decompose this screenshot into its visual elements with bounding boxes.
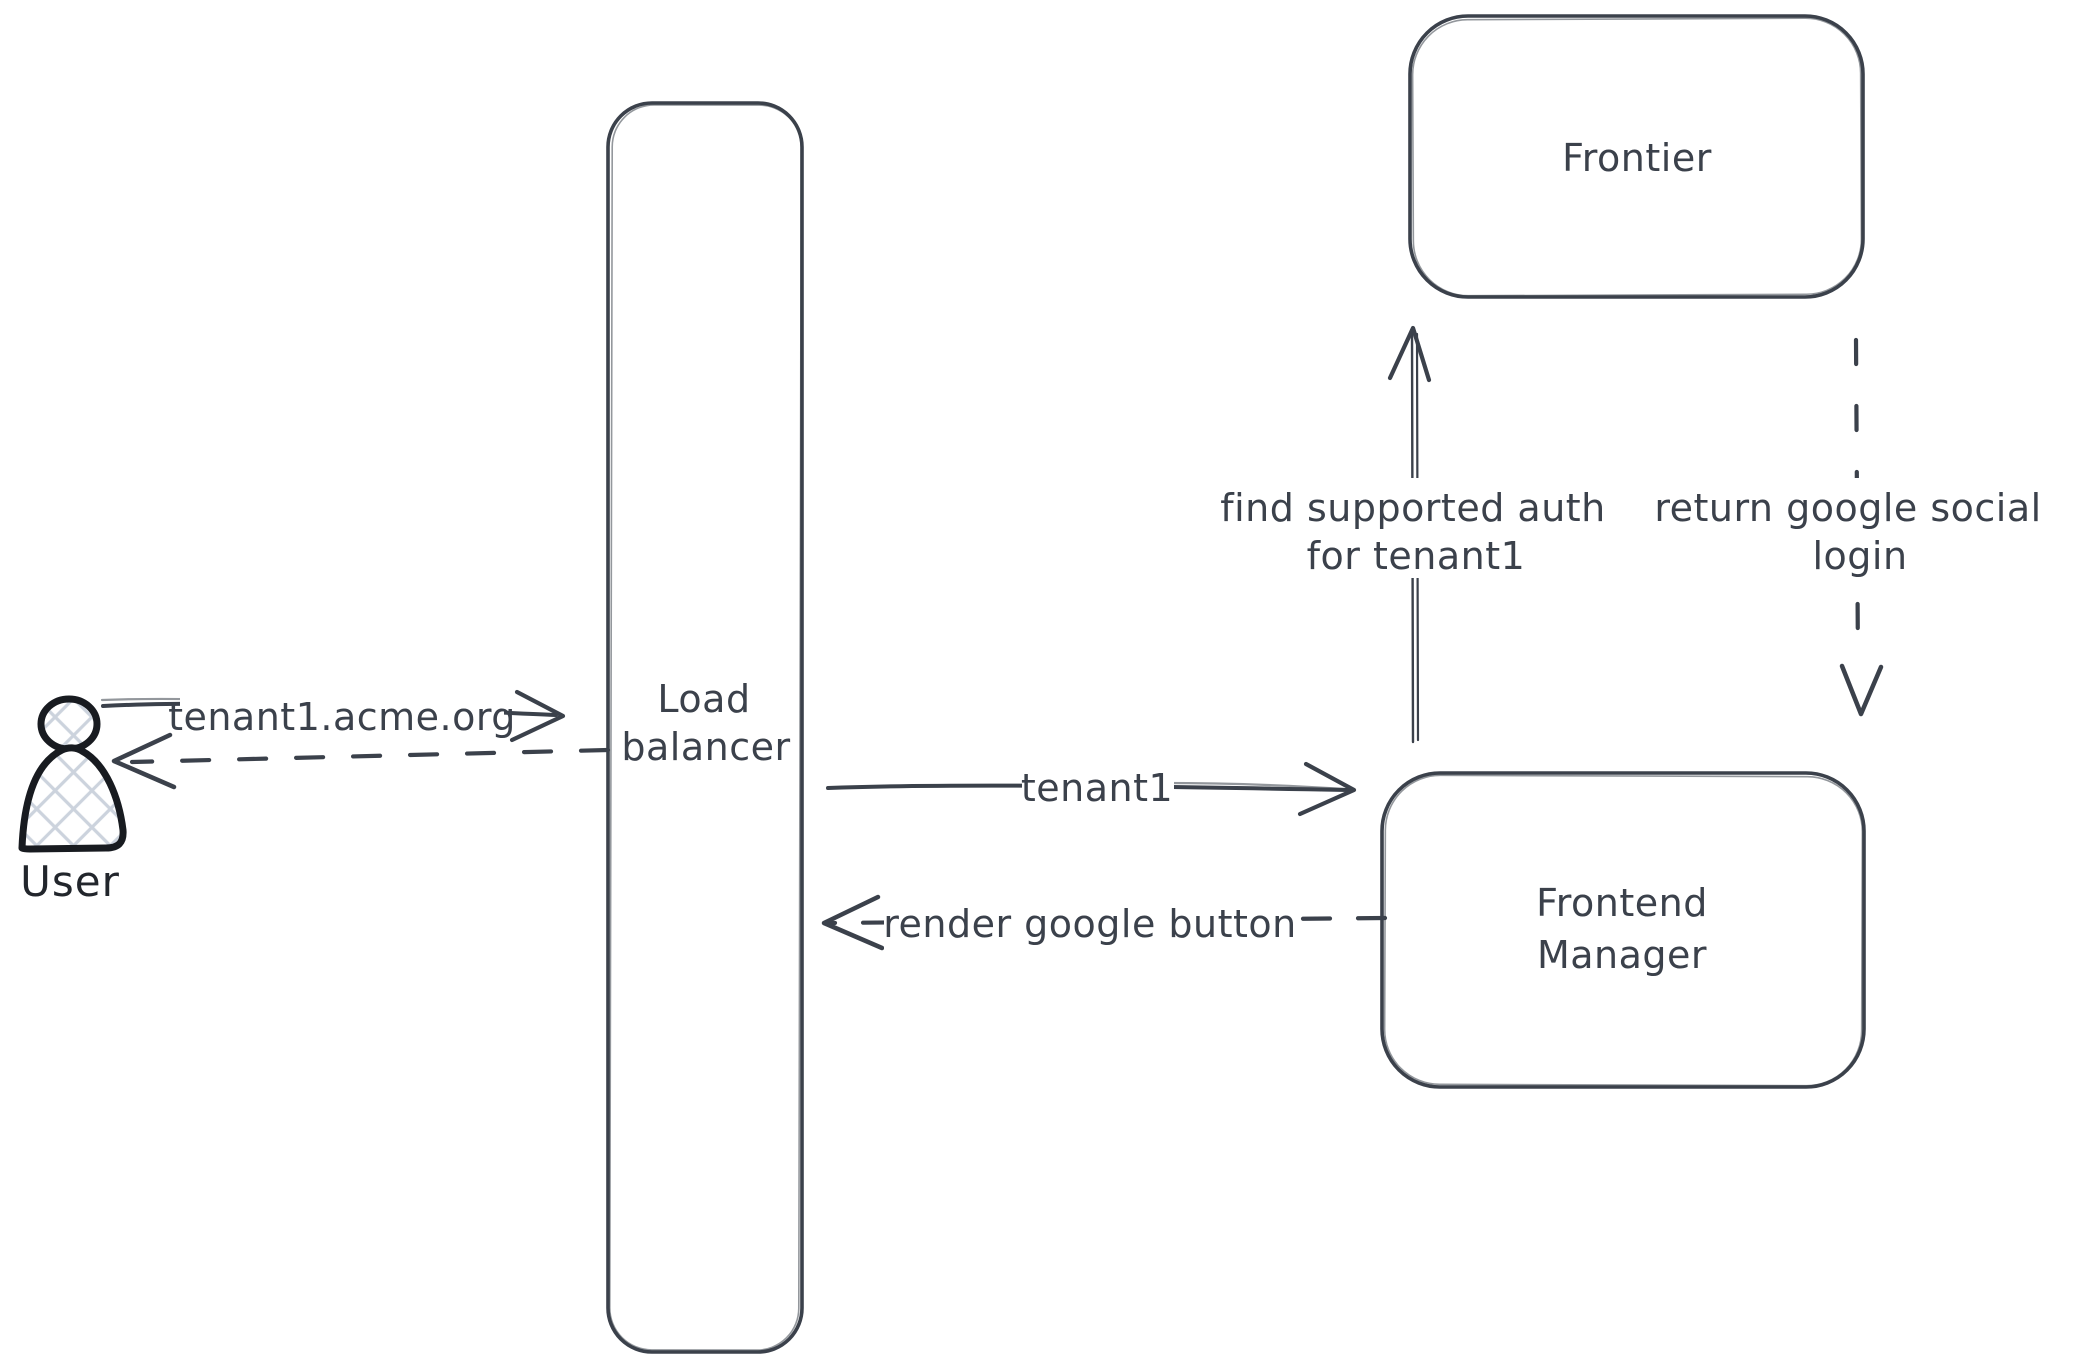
load-balancer-node: Load balancer — [606, 101, 804, 1354]
edge-label-return-google-social-line2: login — [1812, 534, 1907, 578]
label-bg-find-supported-auth — [1202, 478, 1626, 578]
frontend-manager-node: Frontend Manager — [1380, 771, 1866, 1089]
edge-frontend-manager-to-frontier-arrowhead — [1387, 325, 1432, 383]
edge-frontier-to-frontend-manager — [1839, 337, 1884, 717]
edge-label-return-google-social-line1: return google social — [1654, 486, 2041, 530]
label-bg-return-google-social — [1644, 478, 2056, 578]
frontier-node: Frontier — [1408, 14, 1865, 299]
edge-label-tenant1: tenant1 — [1021, 766, 1173, 810]
label-bg-render-google-button — [884, 888, 1298, 956]
frontend-manager-label-line2: Manager — [1537, 933, 1707, 977]
edge-user-to-load-balancer-arrowhead — [509, 689, 566, 743]
edge-frontend-manager-to-load-balancer-arrowhead — [821, 894, 885, 951]
user-actor: User — [18, 695, 127, 906]
load-balancer-label-line2: balancer — [621, 725, 790, 769]
user-body — [18, 744, 127, 853]
edge-load-balancer-to-frontend-manager-arrowhead — [1297, 761, 1357, 817]
user-label: User — [20, 857, 120, 906]
edge-load-balancer-to-frontend-manager-line-overdraw — [1158, 781, 1346, 791]
edge-frontier-to-frontend-manager-line — [1853, 337, 1861, 671]
edge-label-find-supported-auth-line1: find supported auth — [1220, 486, 1606, 530]
edge-labels: tenant1.acme.org tenant1 render google b… — [168, 478, 2056, 956]
edge-label-find-supported-auth-line2: for tenant1 — [1307, 534, 1526, 578]
edge-label-render-google-button: render google button — [883, 902, 1297, 946]
edge-load-balancer-to-user — [111, 732, 611, 790]
load-balancer-label-line1: Load — [657, 677, 750, 721]
frontier-label: Frontier — [1562, 136, 1712, 180]
edge-load-balancer-to-user-line — [129, 747, 611, 765]
label-bg-tenant1 — [1022, 758, 1174, 814]
user-head — [37, 695, 101, 753]
label-bg-tenant1-acme-org — [180, 678, 504, 738]
edge-frontier-to-frontend-manager-arrowhead — [1839, 663, 1884, 717]
edge-load-balancer-to-user-arrowhead — [111, 732, 177, 790]
edge-label-tenant1-acme-org: tenant1.acme.org — [168, 695, 516, 739]
frontend-manager-label-line1: Frontend — [1536, 881, 1708, 925]
